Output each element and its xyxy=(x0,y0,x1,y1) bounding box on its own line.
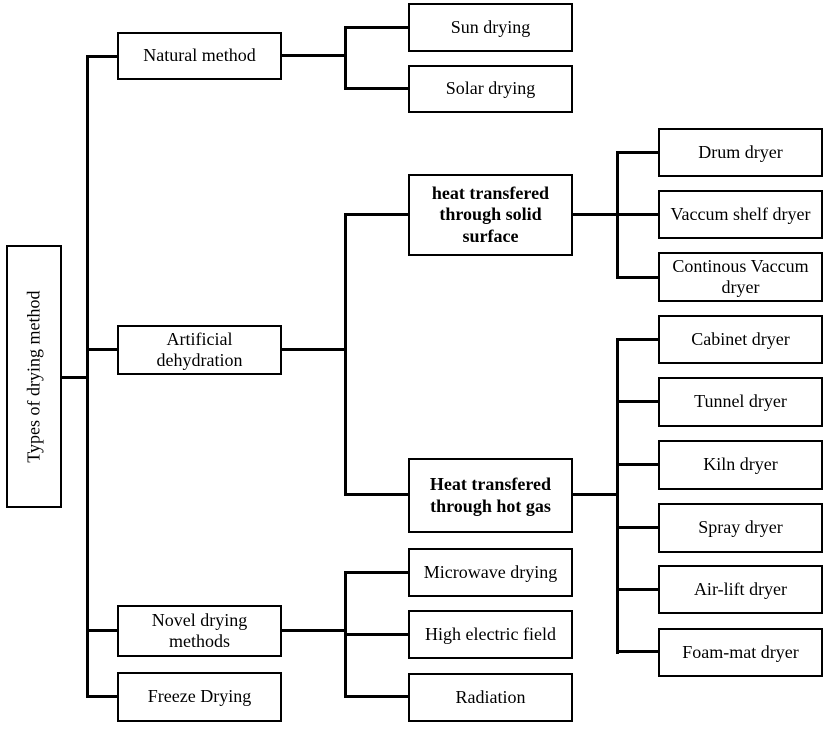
node-types-of-drying-method: Types of drying method xyxy=(6,245,62,508)
node-label: heat transfered through solid surface xyxy=(431,183,550,246)
node-label: Novel drying methods xyxy=(151,609,248,651)
edge-to-air-lift-dryer xyxy=(616,588,660,591)
node-microwave-drying: Microwave drying xyxy=(408,548,573,597)
node-heat-transfered-through-solid-surface: heat transfered through solid surface xyxy=(408,174,573,256)
edge-to-sun-drying xyxy=(344,26,410,29)
edge-natural-branch xyxy=(280,54,347,57)
edge-novel-branch xyxy=(280,629,347,632)
node-label: Freeze Drying xyxy=(147,686,252,707)
edge-to-tunnel-dryer xyxy=(616,400,660,403)
edge-to-kiln-dryer xyxy=(616,463,660,466)
edge-artificial-children-vertical xyxy=(344,213,347,496)
node-label: Microwave drying xyxy=(423,561,558,582)
node-artificial-dehydration: Artificial dehydration xyxy=(117,325,282,375)
node-kiln-dryer: Kiln dryer xyxy=(658,440,823,490)
node-label: Drum dryer xyxy=(698,141,783,162)
node-label: Radiation xyxy=(455,686,526,707)
node-label: High electric field xyxy=(425,623,556,644)
edge-to-radiation xyxy=(344,695,410,698)
edge-to-drum-dryer xyxy=(616,151,660,154)
edge-to-solar-drying xyxy=(344,87,410,90)
edge-trunk-to-artificial xyxy=(86,348,119,351)
edge-to-hot-gas xyxy=(344,493,410,496)
node-label: Artificial dehydration xyxy=(156,328,243,370)
edge-hot-gas-children-vertical xyxy=(616,338,619,654)
edge-root-to-trunk xyxy=(60,376,88,379)
edge-to-foam-mat-dryer xyxy=(616,650,660,653)
edge-to-spray-dryer xyxy=(616,526,660,529)
edge-to-solid-surface xyxy=(344,213,410,216)
edge-to-continous-vaccum-dryer xyxy=(616,276,660,279)
node-label: Continous Vaccum dryer xyxy=(672,255,809,297)
node-label: Kiln dryer xyxy=(703,454,778,475)
node-label: Heat transfered through hot gas xyxy=(429,474,552,516)
node-label: Tunnel dryer xyxy=(694,391,787,412)
node-freeze-drying: Freeze Drying xyxy=(117,672,282,722)
edge-to-high-electric-field xyxy=(344,633,410,636)
node-high-electric-field: High electric field xyxy=(408,610,573,659)
node-solar-drying: Solar drying xyxy=(408,65,573,113)
node-cabinet-dryer: Cabinet dryer xyxy=(658,315,823,364)
node-spray-dryer: Spray dryer xyxy=(658,503,823,553)
edge-to-cabinet-dryer xyxy=(616,338,660,341)
edge-natural-children-vertical xyxy=(344,26,347,90)
root-label: Types of drying method xyxy=(23,290,44,463)
edge-hot-gas-branch xyxy=(571,493,619,496)
edge-to-vaccum-shelf-dryer xyxy=(616,213,660,216)
node-label: Cabinet dryer xyxy=(691,328,790,349)
node-label: Vaccum shelf dryer xyxy=(670,203,811,224)
node-label: Solar drying xyxy=(445,78,536,99)
node-label: Foam-mat dryer xyxy=(682,641,799,662)
edge-trunk-to-natural xyxy=(86,55,119,58)
node-natural-method: Natural method xyxy=(117,32,282,80)
edge-trunk-to-novel xyxy=(86,629,119,632)
node-foam-mat-dryer: Foam-mat dryer xyxy=(658,628,823,677)
node-vaccum-shelf-dryer: Vaccum shelf dryer xyxy=(658,190,823,239)
node-air-lift-dryer: Air-lift dryer xyxy=(658,565,823,614)
node-label: Natural method xyxy=(143,45,256,66)
node-sun-drying: Sun drying xyxy=(408,3,573,52)
node-drum-dryer: Drum dryer xyxy=(658,128,823,177)
node-novel-drying-methods: Novel drying methods xyxy=(117,605,282,657)
node-tunnel-dryer: Tunnel dryer xyxy=(658,377,823,427)
edge-to-microwave-drying xyxy=(344,571,410,574)
edge-trunk-to-freeze xyxy=(86,695,119,698)
node-continous-vaccum-dryer: Continous Vaccum dryer xyxy=(658,252,823,302)
edge-solid-surface-branch xyxy=(571,213,619,216)
node-label: Spray dryer xyxy=(698,517,783,538)
edge-artificial-branch xyxy=(280,348,347,351)
node-label: Air-lift dryer xyxy=(693,578,788,599)
edge-trunk-vertical xyxy=(86,55,89,698)
node-radiation: Radiation xyxy=(408,673,573,722)
node-label: Sun drying xyxy=(450,16,531,37)
node-heat-transfered-through-hot-gas: Heat transfered through hot gas xyxy=(408,458,573,533)
